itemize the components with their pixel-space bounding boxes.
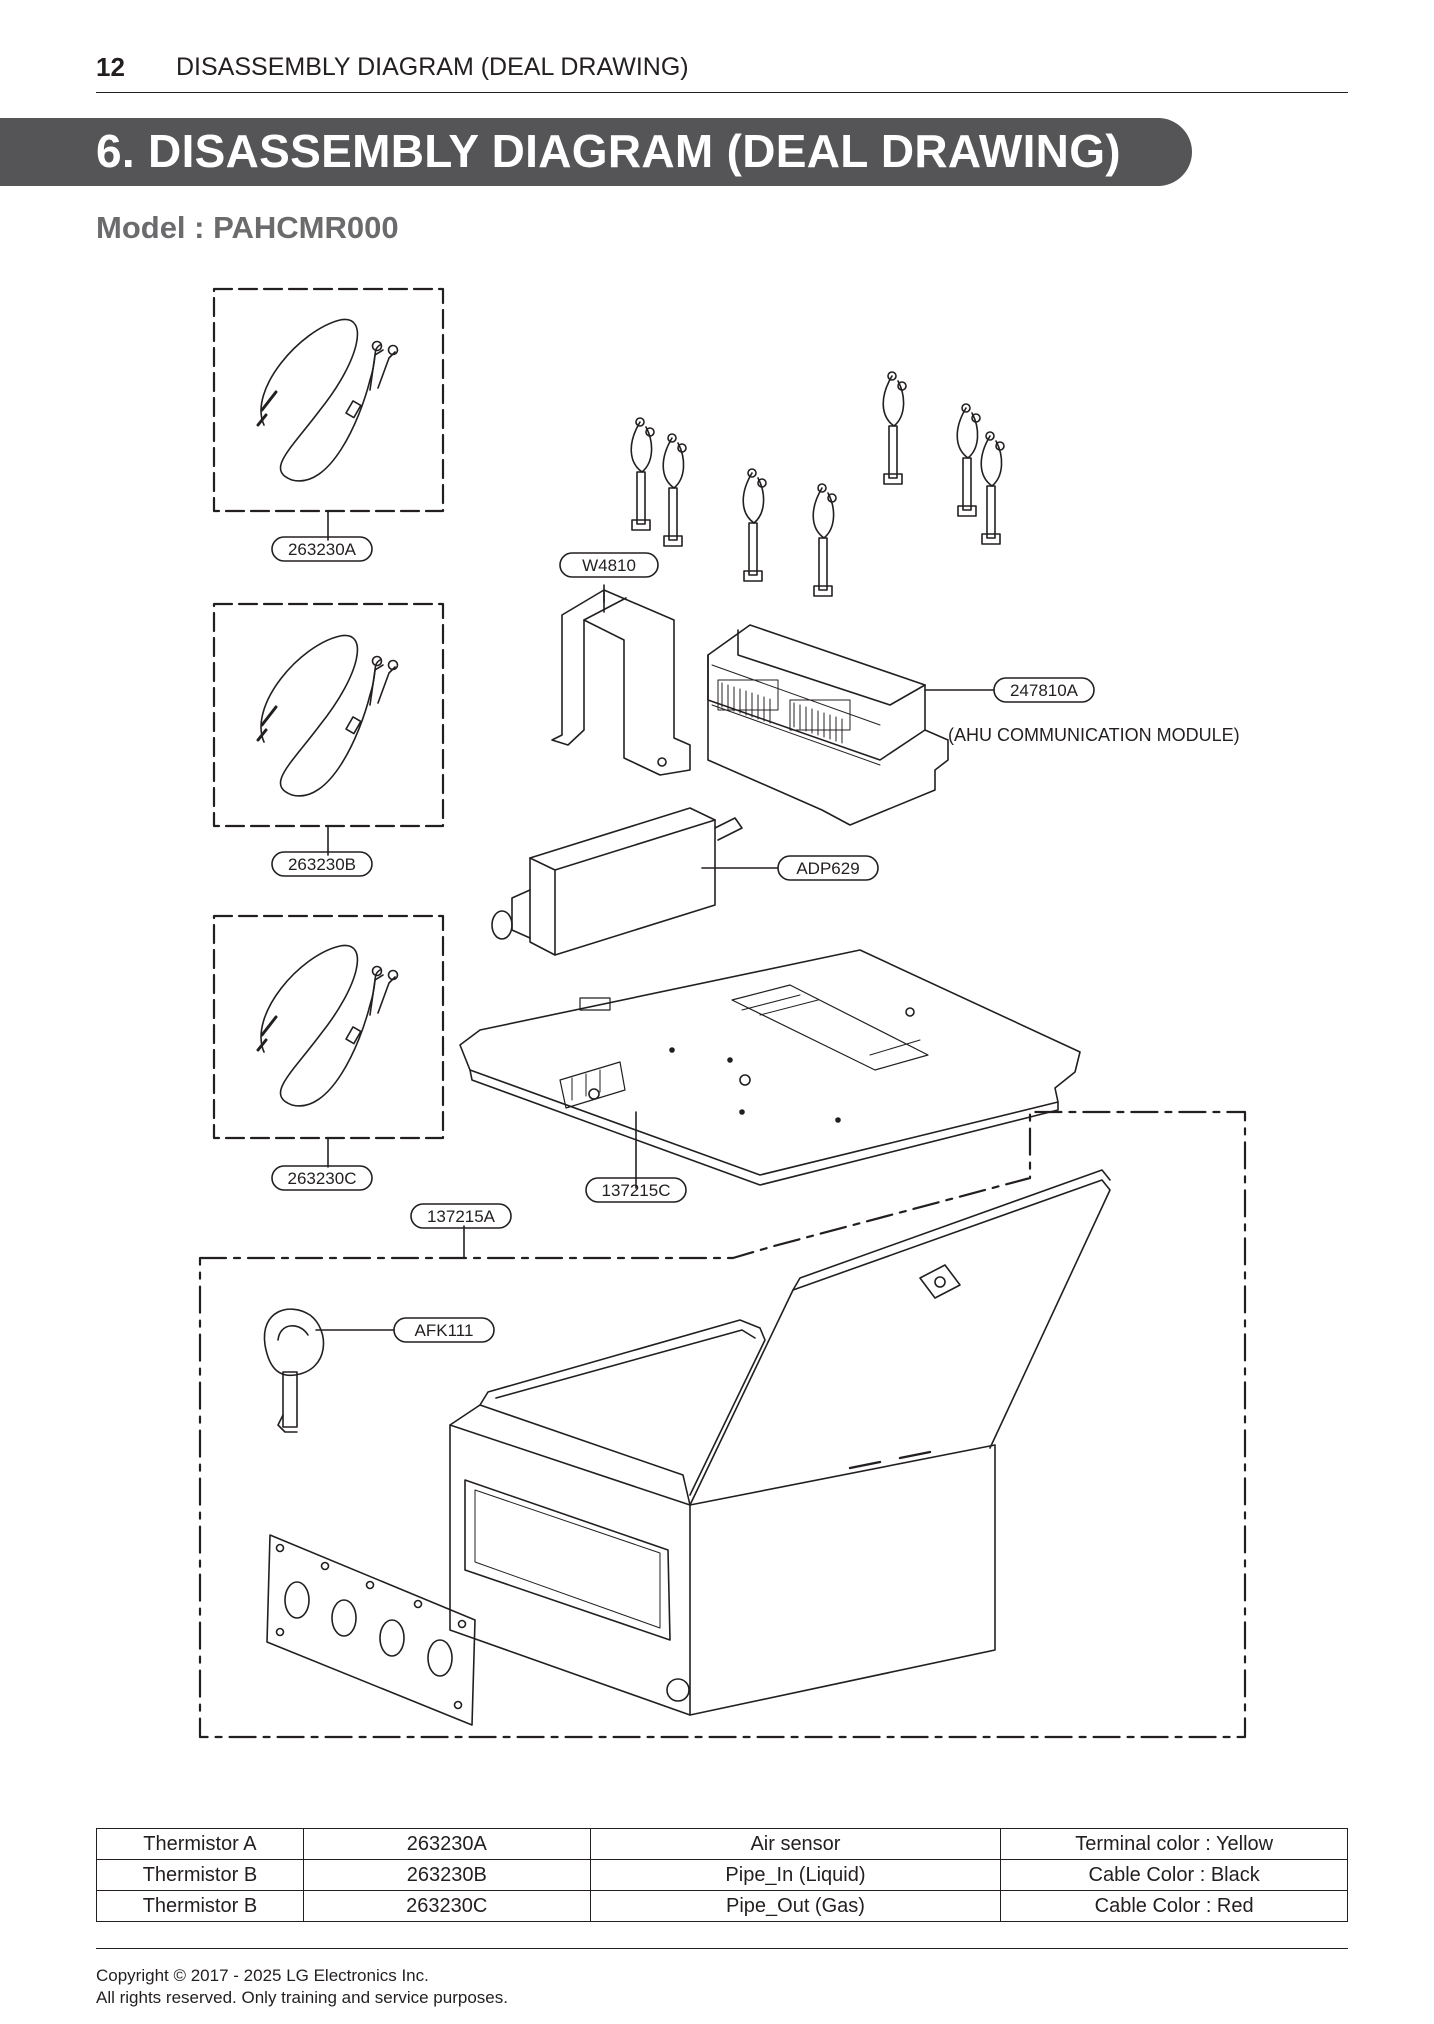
table-cell: Cable Color : Red [1000, 1890, 1348, 1922]
callout-137215C: 137215C [585, 1177, 687, 1203]
callout-W4810: W4810 [559, 552, 659, 578]
rights-line: All rights reserved. Only training and s… [96, 1988, 508, 2007]
page-title: 6. DISASSEMBLY DIAGRAM (DEAL DRAWING) [96, 125, 1121, 177]
enclosure-boundary-137215A [198, 1110, 1247, 1739]
table-cell: Thermistor B [96, 1890, 304, 1922]
callout-263230B: 263230B [271, 851, 373, 877]
model-label: Model : PAHCMR000 [96, 210, 399, 245]
callout-137215A: 137215A [410, 1203, 512, 1229]
gland-plate [266, 1534, 476, 1726]
disassembly-diagram: 263230A 263230B 263230C W4810 247810A (A… [198, 287, 1247, 1739]
table-cell: 263230C [302, 1890, 591, 1922]
footer: Copyright © 2017 - 2025 LG Electronics I… [96, 1948, 1348, 2009]
svg-text:263230C: 263230C [287, 1169, 356, 1188]
bracket-w4810 [551, 584, 691, 776]
callout-ADP629: ADP629 [777, 855, 879, 881]
copyright-line: Copyright © 2017 - 2025 LG Electronics I… [96, 1966, 429, 1985]
thermistor-b-group [212, 602, 445, 856]
callout-247810A: 247810A [993, 677, 1095, 703]
table-row: Thermistor B 263230B Pipe_In (Liquid) Ca… [96, 1859, 1348, 1891]
enclosure-box [449, 1169, 1111, 1716]
svg-text:137215A: 137215A [427, 1207, 496, 1226]
callout-AFK111: AFK111 [393, 1317, 495, 1343]
svg-text:AFK111: AFK111 [415, 1321, 474, 1340]
parts-table: Thermistor A 263230A Air sensor Terminal… [96, 1828, 1348, 1922]
table-cell: Pipe_Out (Gas) [589, 1890, 1002, 1922]
table-cell: Air sensor [589, 1828, 1002, 1860]
module-note: (AHU COMMUNICATION MODULE) [948, 725, 1240, 745]
callout-263230C: 263230C [271, 1165, 373, 1191]
svg-text:W4810: W4810 [582, 556, 636, 575]
section-title: DISASSEMBLY DIAGRAM (DEAL DRAWING) [176, 53, 689, 81]
communication-module-247810A [707, 624, 995, 826]
table-cell: 263230B [302, 1859, 591, 1891]
svg-text:263230B: 263230B [288, 855, 356, 874]
table-cell: Pipe_In (Liquid) [589, 1859, 1002, 1891]
svg-text:137215C: 137215C [601, 1181, 670, 1200]
svg-text:ADP629: ADP629 [796, 859, 859, 878]
table-cell: Cable Color : Black [1000, 1859, 1348, 1891]
thermistor-c-group [212, 914, 445, 1168]
table-cell: Thermistor A [96, 1828, 304, 1860]
table-cell: Terminal color : Yellow [1000, 1828, 1348, 1860]
table-row: Thermistor A 263230A Air sensor Terminal… [96, 1828, 1348, 1860]
page-number: 12 [96, 52, 125, 82]
table-cell: 263230A [302, 1828, 591, 1860]
table-row: Thermistor B 263230C Pipe_Out (Gas) Cabl… [96, 1890, 1348, 1922]
callout-263230A: 263230A [271, 536, 373, 562]
svg-text:263230A: 263230A [288, 540, 357, 559]
page-header: 12 DISASSEMBLY DIAGRAM (DEAL DRAWING) [96, 50, 1348, 93]
thermistor-a-group [212, 287, 445, 541]
table-cell: Thermistor B [96, 1859, 304, 1891]
title-bar: 6. DISASSEMBLY DIAGRAM (DEAL DRAWING) [0, 118, 1192, 186]
mounting-plate-137215C [459, 949, 1081, 1189]
adapter-adp629 [491, 807, 779, 956]
cable-clips [630, 371, 1005, 597]
svg-text:247810A: 247810A [1010, 681, 1079, 700]
key-afk111 [263, 1308, 395, 1433]
